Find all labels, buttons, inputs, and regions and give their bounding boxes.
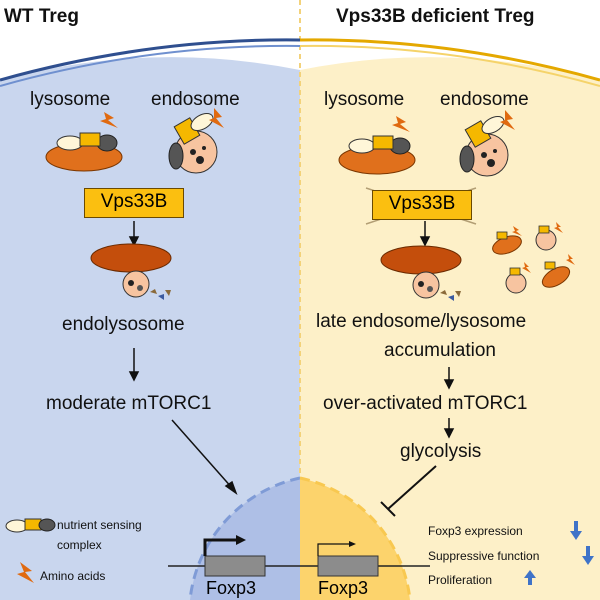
cell-membrane-right [299,38,600,87]
legend-complex-label-line1: nutrient sensing [57,518,142,532]
proliferation-up-arrow [524,570,536,585]
inhibition-arrow [380,465,437,517]
legend-amino-acid-icon [17,562,34,583]
outcome-foxp3-expression: Foxp3 expression [428,524,523,538]
right-panel-title: Vps33B deficient Treg [336,6,535,27]
right-mtorc1-label: over-activated mTORC1 [323,393,528,414]
right-endosome-graphic [459,115,509,177]
right-endosome-label: endosome [440,89,529,110]
right-arrow-to-mtorc1 [443,367,455,390]
left-lysosome-amino-acid [100,112,118,128]
left-vps-arrow [128,221,140,247]
left-endosome-graphic [168,112,218,174]
accumulated-organelles [492,222,575,294]
foxp3-expression-down-arrow [570,521,582,540]
accumulation-label-line1: late endosome/lysosome [316,311,527,332]
right-fused-organelle-graphic [380,245,462,301]
left-endolysosome-graphic [90,243,172,300]
right-endosome-amino-acid [500,110,515,130]
right-vps-arrow [419,221,431,247]
right-lysosome-amino-acid [392,116,410,132]
foxp3-label-right: Foxp3 [318,578,369,598]
accumulation-label-line2: accumulation [384,340,496,361]
outcome-proliferation: Proliferation [428,573,493,587]
foxp3-gene-left [168,535,300,577]
left-vps33b-box: Vps33B [84,188,184,218]
left-endosome-label: endosome [151,89,240,110]
left-panel-title: WT Treg [4,6,79,27]
endolysosome-label: endolysosome [62,314,185,335]
right-arrow-to-glycolysis [443,418,455,439]
right-lysosome-label: lysosome [324,89,405,110]
left-arrow-to-mtorc1 [128,348,140,382]
left-lysosome-graphic [45,132,123,172]
cell-membrane-left [0,38,301,87]
legend-amino-acids-label: Amino acids [40,569,106,583]
legend-complex-icon [5,518,56,533]
glycolysis-label: glycolysis [400,441,482,462]
left-endosome-amino-acid [209,108,224,128]
foxp3-label-left: Foxp3 [206,578,257,598]
foxp3-gene-right [300,541,430,577]
left-mtorc1-label: moderate mTORC1 [46,393,212,414]
left-lysosome-label: lysosome [30,89,111,110]
suppressive-function-down-arrow [582,546,594,565]
legend-complex-label-line2: complex [57,538,102,552]
right-lysosome-graphic [338,135,416,175]
right-vps33b-box: Vps33B [372,190,472,220]
left-arrow-to-nucleus [171,419,238,495]
outcome-suppressive-function: Suppressive function [428,549,540,563]
